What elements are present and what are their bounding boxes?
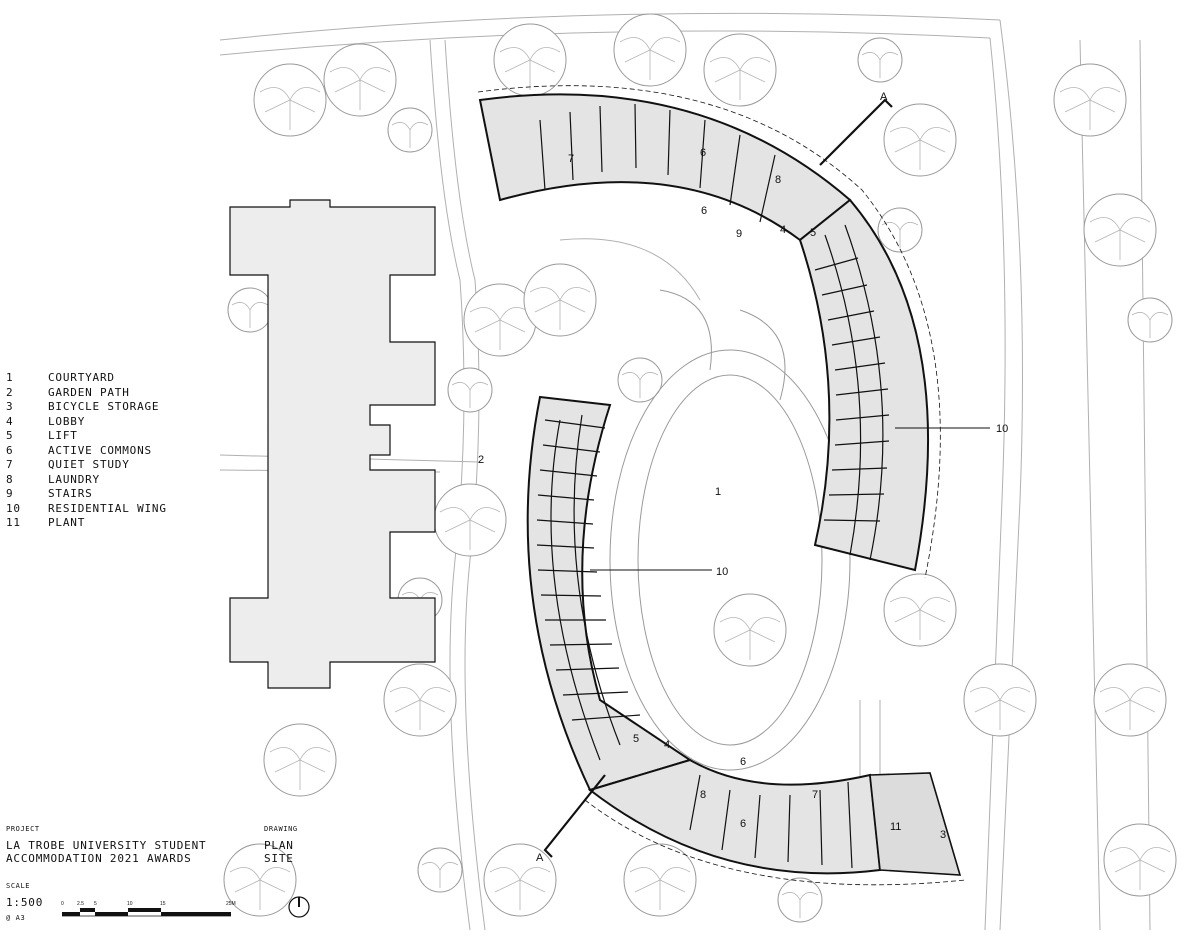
scale-tick-4: 15 xyxy=(160,901,166,907)
legend-item: 6 ACTIVE COMMONS xyxy=(6,444,167,459)
tag-wing-west: 10 xyxy=(716,566,728,578)
legend-label: BICYCLE STORAGE xyxy=(48,400,160,413)
project-title-line: ACCOMMODATION 2021 AWARDS xyxy=(6,852,192,865)
legend: 1 COURTYARD 2 GARDEN PATH 3 BICYCLE STORAGE… xyxy=(6,371,167,531)
project-title-line: LA TROBE UNIVERSITY STUDENT xyxy=(6,839,207,852)
sheet-size: @ A3 xyxy=(6,914,26,922)
legend-label: ACTIVE COMMONS xyxy=(48,443,152,457)
residential-building xyxy=(477,85,966,886)
tag-lift-north: 5 xyxy=(810,227,816,239)
legend-label: LOBBY xyxy=(48,414,86,428)
legend-num: 5 xyxy=(6,429,14,442)
scale-bar: 0 2.5 5 10 15 25M xyxy=(61,901,236,917)
tag-laundry-n: 8 xyxy=(775,174,781,186)
drawing-title-line: SITE xyxy=(264,852,294,865)
scale-tick-3: 10 xyxy=(127,901,133,907)
legend-num: 7 xyxy=(6,458,14,471)
leader-lines xyxy=(590,427,990,571)
legend-item: 2 GARDEN PATH xyxy=(6,386,167,401)
tag-study-s: 7 xyxy=(812,789,818,801)
tag-commons-n1: 6 xyxy=(700,147,706,159)
tag-garden-path: 2 xyxy=(478,454,484,466)
tag-section-top: A xyxy=(880,91,888,103)
drawing-title: PLAN SITE xyxy=(264,839,294,865)
plan-tags: 1 2 3 4 4 5 5 6 6 6 6 7 7 8 8 9 10 10 11… xyxy=(478,91,1008,864)
scale-tick-5: 25M xyxy=(226,901,236,907)
legend-label: GARDEN PATH xyxy=(48,385,130,399)
tag-wing-east: 10 xyxy=(996,423,1008,435)
legend-label: PLANT xyxy=(48,516,86,529)
legend-label: LAUNDRY xyxy=(48,472,100,486)
scale-heading: SCALE xyxy=(6,882,31,890)
legend-label: LIFT xyxy=(48,429,78,442)
project-heading: PROJECT xyxy=(6,825,40,833)
tag-stairs: 9 xyxy=(736,228,742,240)
tag-commons-n2: 6 xyxy=(701,205,707,217)
scale-tick-2: 5 xyxy=(94,901,97,907)
scale-value: 1:500 xyxy=(6,896,44,909)
legend-item: 5 LIFT xyxy=(6,429,167,444)
existing-building xyxy=(229,199,436,689)
legend-item: 11 PLANT xyxy=(6,516,167,531)
tag-laundry-s: 8 xyxy=(700,789,706,801)
legend-num: 3 xyxy=(6,400,14,413)
legend-num: 6 xyxy=(6,443,14,457)
tag-study-n: 7 xyxy=(568,153,574,165)
tag-lobby-north: 4 xyxy=(780,224,786,236)
legend-label: STAIRS xyxy=(48,487,93,500)
tag-commons-s1: 6 xyxy=(740,756,746,768)
drawing-heading: DRAWING xyxy=(264,825,298,833)
courtyard-area xyxy=(609,289,851,771)
tag-section-bottom: A xyxy=(536,852,544,864)
north-arrow-icon xyxy=(288,896,310,918)
legend-item: 1 COURTYARD xyxy=(6,371,167,386)
scale-tick-1: 2.5 xyxy=(77,901,84,907)
legend-num: 4 xyxy=(6,414,14,428)
tag-bicycle-storage: 3 xyxy=(940,829,946,841)
legend-num: 1 xyxy=(6,371,14,384)
legend-num: 8 xyxy=(6,472,14,486)
legend-num: 11 xyxy=(6,516,21,529)
legend-label: QUIET STUDY xyxy=(48,458,130,471)
tag-lift-south: 5 xyxy=(633,733,639,745)
legend-label: RESIDENTIAL WING xyxy=(48,501,167,515)
scale-tick-0: 0 xyxy=(61,901,64,907)
section-line xyxy=(543,98,893,858)
legend-item: 3 BICYCLE STORAGE xyxy=(6,400,167,415)
tag-commons-s2: 6 xyxy=(740,818,746,830)
legend-num: 2 xyxy=(6,385,14,399)
tag-lobby-south: 4 xyxy=(664,739,670,751)
legend-num: 9 xyxy=(6,487,14,500)
legend-item: 8 LAUNDRY xyxy=(6,473,167,488)
legend-label: COURTYARD xyxy=(48,371,115,384)
legend-item: 9 STAIRS xyxy=(6,487,167,502)
tag-courtyard: 1 xyxy=(715,486,721,498)
legend-item: 4 LOBBY xyxy=(6,415,167,430)
site-context xyxy=(219,12,1151,931)
legend-num: 10 xyxy=(6,501,21,515)
tag-plant: 11 xyxy=(890,821,901,833)
legend-item: 7 QUIET STUDY xyxy=(6,458,167,473)
drawing-title-line: PLAN xyxy=(264,839,294,852)
project-title: LA TROBE UNIVERSITY STUDENT ACCOMMODATIO… xyxy=(6,839,206,865)
legend-item: 10 RESIDENTIAL WING xyxy=(6,502,167,517)
